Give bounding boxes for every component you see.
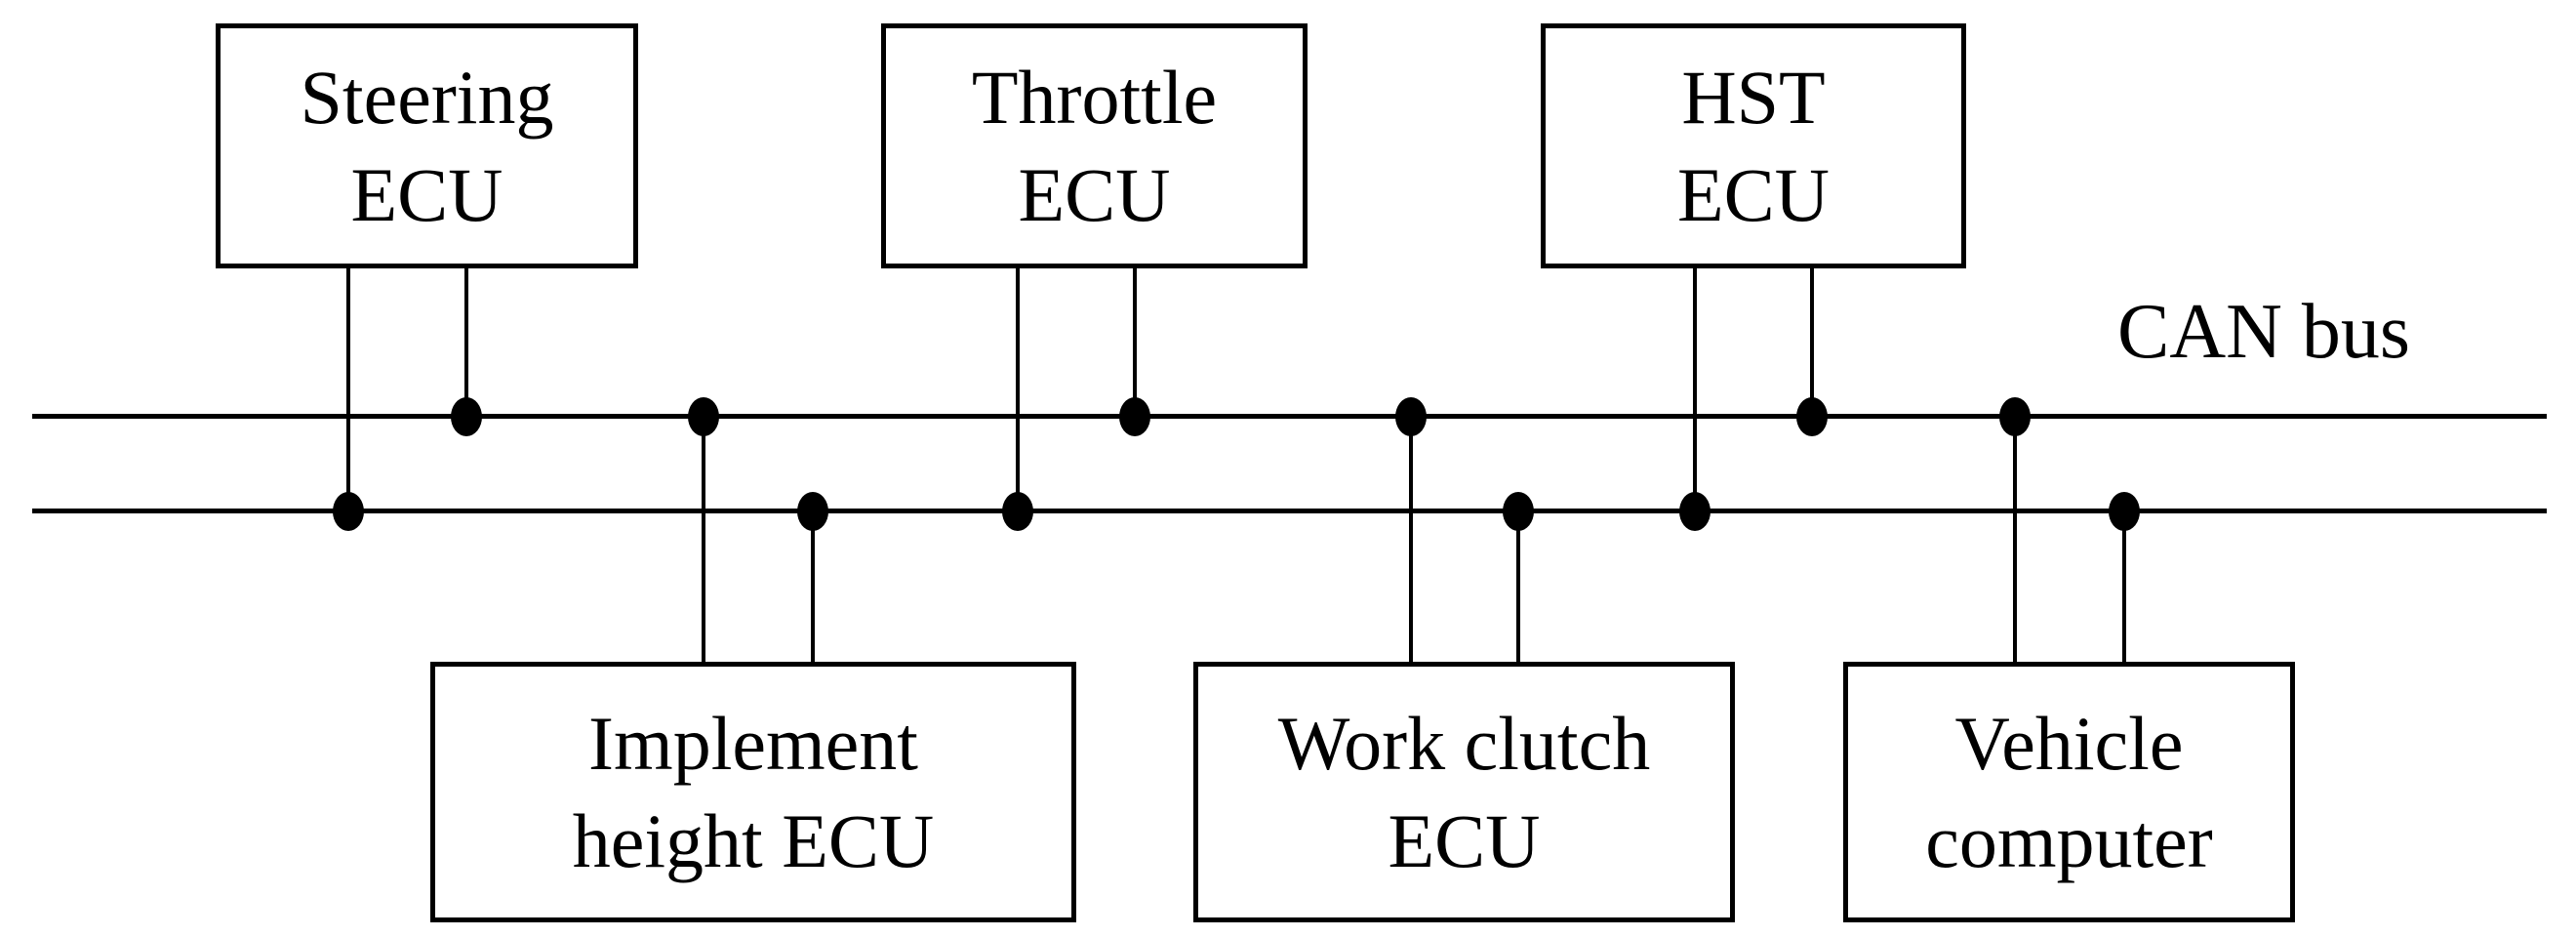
junction-dot [1796,397,1828,436]
can-bus-lower-wire [32,509,2547,513]
junction-dot [1503,492,1534,531]
junction-dot [1119,397,1150,436]
node-steering-ecu: Steering ECU [216,23,638,268]
connector-line-implement-right [811,509,815,662]
node-hst-ecu: HST ECU [1541,23,1966,268]
connector-line-implement-left [702,414,705,662]
node-label-line: Work clutch [1277,700,1651,786]
connector-line-throttle-left [1016,268,1020,513]
node-label-line: ECU [350,151,503,237]
node-label-line: ECU [1677,151,1830,237]
node-throttle-ecu: Throttle ECU [881,23,1308,268]
junction-dot [797,492,828,531]
junction-dot [451,397,482,436]
connector-line-workclutch-left [1409,414,1413,662]
connector-line-vehicle-right [2122,509,2126,662]
junction-dot [1002,492,1033,531]
node-label-line: ECU [1388,797,1541,883]
node-label-line: Vehicle [1954,700,2184,786]
node-label-line: Implement [588,700,918,786]
connector-line-hst-right [1810,268,1814,419]
connector-line-hst-left [1693,268,1697,513]
node-label-line: Steering [300,54,554,140]
connector-line-steering-right [464,268,468,419]
connector-line-steering-left [346,268,350,513]
connector-line-vehicle-left [2013,414,2017,662]
node-label-line: height ECU [572,797,935,883]
node-label-line: ECU [1018,151,1171,237]
junction-dot [1679,492,1711,531]
connector-line-workclutch-right [1516,509,1520,662]
node-label-line: HST [1681,54,1826,140]
node-label-line: Throttle [971,54,1218,140]
node-label-line: computer [1925,797,2213,883]
junction-dot [688,397,719,436]
node-implement-height-ecu: Implement height ECU [430,662,1076,922]
connector-line-throttle-right [1133,268,1137,419]
can-bus-upper-wire [32,414,2547,419]
junction-dot [2109,492,2140,531]
junction-dot [1395,397,1427,436]
junction-dot [333,492,364,531]
node-work-clutch-ecu: Work clutch ECU [1193,662,1735,922]
node-vehicle-computer: Vehicle computer [1843,662,2295,922]
junction-dot [1999,397,2031,436]
can-bus-label: CAN bus [2116,289,2411,375]
